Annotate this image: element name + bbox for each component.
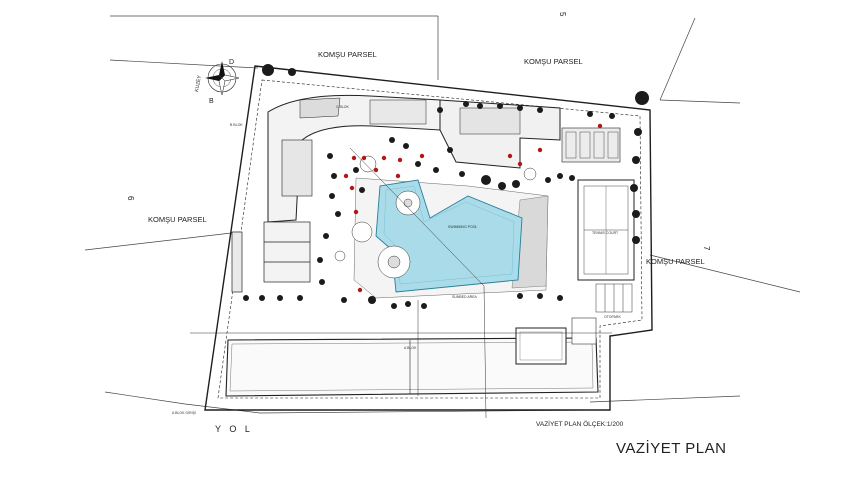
tree [262, 64, 274, 76]
flower [353, 209, 359, 215]
tree [277, 295, 283, 301]
compass-rose [205, 61, 240, 96]
label-parking: OTOPARK [604, 315, 621, 319]
tree [335, 211, 341, 217]
flower [537, 147, 543, 153]
parcel-number-6: 6 [126, 196, 135, 201]
flower [397, 157, 403, 163]
tree [477, 103, 483, 109]
parking-area [595, 283, 633, 313]
label-tennis: TENNIS COURT [592, 231, 619, 235]
tree [319, 279, 325, 285]
tree [433, 167, 439, 173]
neighbor-parcel-label-top-right: KOMŞU PARSEL [524, 57, 583, 66]
tree [557, 295, 563, 301]
tree [368, 296, 376, 304]
tree [517, 293, 523, 299]
flower [597, 123, 603, 129]
tree [630, 184, 638, 192]
tree [259, 295, 265, 301]
label-b-block: B BLOK [230, 123, 243, 127]
tree [632, 156, 640, 164]
property-boundary [204, 65, 653, 411]
scale-caption: VAZİYET PLAN ÖLÇEK:1/200 [536, 419, 624, 428]
compass-letter-b: B [209, 98, 214, 105]
tree [569, 175, 575, 181]
tree [634, 128, 642, 136]
flower [373, 167, 379, 173]
tree [517, 105, 523, 111]
label-sunbed: SUNBED AREA [452, 295, 478, 299]
label-entrance: A BLOK GİRİŞİ [172, 410, 196, 415]
tree [288, 68, 296, 76]
tree [459, 171, 465, 177]
tree [415, 161, 421, 167]
a-block-building [225, 317, 599, 397]
neighbor-parcel-label-top: KOMŞU PARSEL [318, 50, 377, 59]
flower [357, 287, 363, 293]
tree [635, 91, 649, 105]
tree [512, 180, 520, 188]
tree [557, 173, 563, 179]
label-c-block: C BLOK [336, 105, 350, 109]
flower [361, 155, 367, 161]
tree [632, 236, 640, 244]
b-block-building [439, 99, 621, 169]
tree [329, 193, 335, 199]
tree [497, 103, 503, 109]
flower [507, 153, 513, 159]
tree [421, 303, 427, 309]
flower [349, 185, 355, 191]
tree [403, 143, 409, 149]
axis-lines [190, 147, 612, 419]
flower [517, 161, 523, 167]
flower [395, 173, 401, 179]
tree [243, 295, 249, 301]
tree [327, 153, 333, 159]
tree [463, 101, 469, 107]
flower-beds [343, 123, 603, 293]
flower [381, 155, 387, 161]
tree [537, 107, 543, 113]
neighbor-parcel-label-right: KOMŞU PARSEL [646, 257, 705, 266]
parcel-number-7: 7 [702, 246, 711, 251]
tree [537, 293, 543, 299]
label-pool: SWIMMING POOL [448, 225, 477, 229]
tree [331, 173, 337, 179]
tree [545, 177, 551, 183]
tree [389, 137, 395, 143]
label-a-block: A BLOK [404, 346, 417, 350]
tree [632, 210, 640, 218]
tree [317, 257, 323, 263]
flower [351, 155, 357, 161]
tree [437, 107, 443, 113]
tree [609, 113, 615, 119]
tree [353, 167, 359, 173]
tree [481, 175, 491, 185]
cadastral-lines [84, 15, 801, 414]
compass-north-label: KUZEY [194, 74, 203, 92]
tree [405, 301, 411, 307]
c-block-building [267, 94, 441, 223]
tennis-court [577, 179, 635, 281]
drawing-title: VAZİYET PLAN [616, 440, 727, 457]
compass-letter-d: D [229, 59, 234, 66]
tree [297, 295, 303, 301]
flower [343, 173, 349, 179]
left-units [231, 221, 311, 293]
neighbor-parcel-label-left: KOMŞU PARSEL [148, 215, 207, 224]
tree-canopy [243, 64, 649, 309]
parcel-number-5: 5 [558, 12, 567, 17]
tree [447, 147, 453, 153]
tree [323, 233, 329, 239]
tree [391, 303, 397, 309]
tree [498, 182, 506, 190]
flower [419, 153, 425, 159]
tree [359, 187, 365, 193]
tree [587, 111, 593, 117]
road-label: Y O L [215, 424, 253, 434]
umbrella-rosettes [334, 155, 537, 279]
tree [341, 297, 347, 303]
